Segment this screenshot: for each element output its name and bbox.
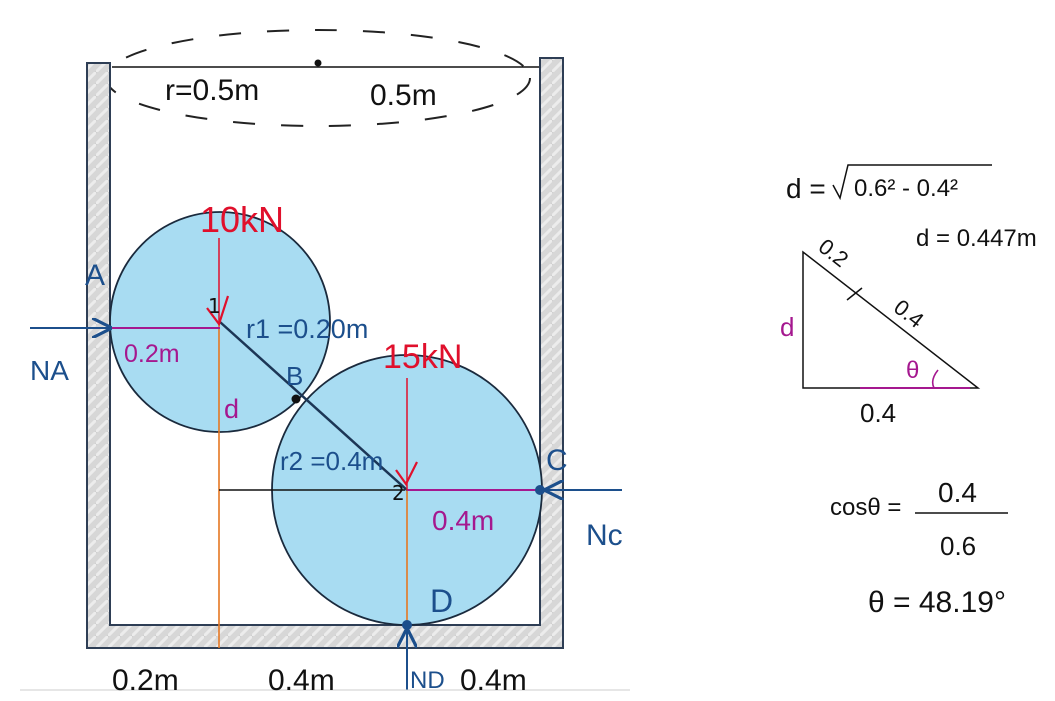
r2-label: r2 =0.4m xyxy=(280,446,383,476)
top-view-radius-label: r=0.5m xyxy=(165,74,259,107)
point-a-label: A xyxy=(85,259,105,292)
center-1-label: 1 xyxy=(208,294,221,318)
triangle-base: 0.4 xyxy=(860,398,896,428)
center-2-label: 2 xyxy=(392,481,405,505)
contact-point-d xyxy=(402,620,412,630)
reaction-na-label: NA xyxy=(30,355,69,386)
cos-numerator: 0.4 xyxy=(938,477,977,508)
top-view: r=0.5m 0.5m xyxy=(105,29,540,127)
point-b-label: B xyxy=(286,361,303,391)
reaction-nd-label: ND xyxy=(410,667,445,694)
force-10kn-label: 10kN xyxy=(200,199,284,240)
cos-denominator: 0.6 xyxy=(940,531,976,561)
force-15kn-arrow xyxy=(395,378,418,490)
triangle-hyp-top: 0.2 xyxy=(814,234,853,273)
d-label: d xyxy=(224,394,239,424)
theta-result: θ = 48.19° xyxy=(868,586,1006,619)
bottom-dim-right: 0.4m xyxy=(460,664,527,697)
triangle xyxy=(802,250,981,389)
reaction-nc-label: Nc xyxy=(586,519,623,552)
contact-point-c xyxy=(535,485,545,495)
top-view-right-label: 0.5m xyxy=(370,79,437,112)
triangle-angle: θ xyxy=(906,357,919,384)
contact-point-b xyxy=(291,394,301,404)
triangle-side-d: d xyxy=(780,312,794,342)
force-15kn-label: 15kN xyxy=(383,338,462,376)
theta-arc xyxy=(931,369,939,389)
sqrt-sign xyxy=(832,164,992,201)
bottom-dim-middle: 0.4m xyxy=(268,664,335,697)
r1-label: r1 =0.20m xyxy=(246,314,368,344)
d-formula-rhs: 0.6² - 0.4² xyxy=(854,175,958,202)
force-10kn-arrow xyxy=(206,238,230,327)
sphere2-wall-dist-label: 0.4m xyxy=(432,505,494,536)
container-walls xyxy=(86,57,564,649)
center-to-center-line xyxy=(219,321,408,491)
d-result: d = 0.447m xyxy=(916,225,1037,252)
cos-lhs: cosθ = xyxy=(830,494,901,521)
d-formula-lhs: d = xyxy=(786,173,826,204)
triangle-hyp-bottom: 0.4 xyxy=(889,294,928,333)
triangle-hyp-tick xyxy=(846,287,863,301)
point-c-label: C xyxy=(546,444,568,477)
sphere1-wall-dist-label: 0.2m xyxy=(124,340,180,368)
bottom-dim-left: 0.2m xyxy=(112,664,179,697)
top-view-center xyxy=(314,59,322,67)
calculation-panel: d = 0.6² - 0.4² d = 0.447m 0.2 0.4 d θ 0… xyxy=(780,164,1037,619)
point-d-label: D xyxy=(430,583,453,619)
container xyxy=(86,57,564,649)
